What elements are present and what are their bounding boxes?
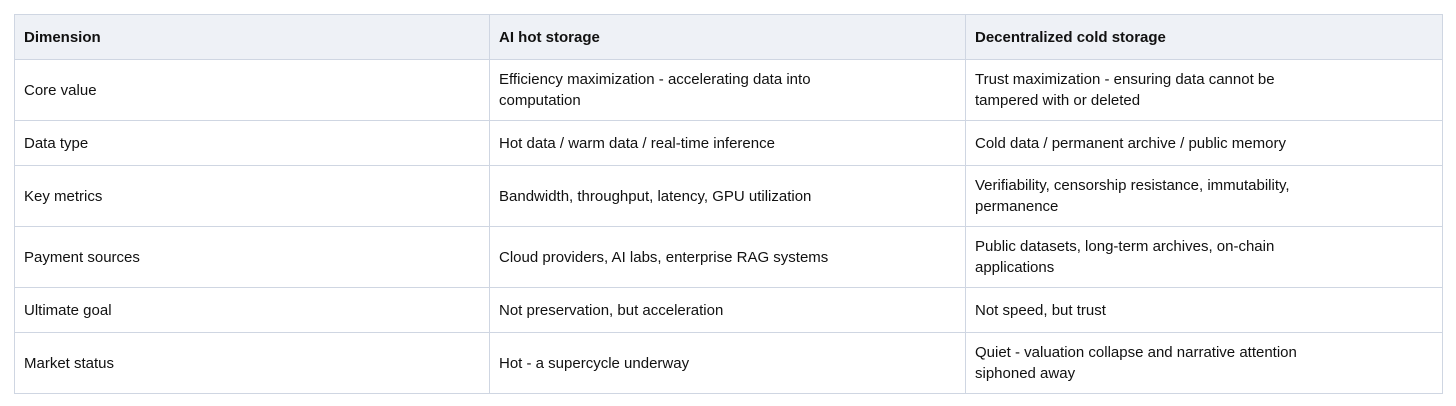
table-row: Key metrics Bandwidth, throughput, laten… (14, 165, 1443, 227)
cell-text: Cloud providers, AI labs, enterprise RAG… (499, 248, 829, 266)
row-dimension-cell: Ultimate goal (14, 287, 490, 333)
cell-text: Bandwidth, throughput, latency, GPU util… (499, 187, 812, 205)
row-dimension-cell: Key metrics (14, 165, 490, 227)
row-cold-storage-cell: Not speed, but trust (965, 287, 1443, 333)
cell-text: Quiet - valuation collapse and narrative… (975, 344, 1297, 382)
cell-text: Trust maximization - ensuring data canno… (975, 71, 1275, 109)
row-ai-hot-cell: Cloud providers, AI labs, enterprise RAG… (489, 226, 966, 288)
cell-text: Hot - a supercycle underway (499, 354, 690, 372)
cell-text: Cold data / permanent archive / public m… (975, 134, 1286, 152)
row-cold-storage-cell: Trust maximization - ensuring data canno… (965, 59, 1443, 121)
table-row: Core value Efficiency maximization - acc… (14, 59, 1443, 121)
row-dimension-cell: Data type (14, 120, 490, 166)
row-ai-hot-cell: Efficiency maximization - accelerating d… (489, 59, 966, 121)
header-ai-hot-storage: AI hot storage (489, 14, 966, 60)
row-cold-storage-cell: Cold data / permanent archive / public m… (965, 120, 1443, 166)
table-row: Data type Hot data / warm data / real-ti… (14, 120, 1443, 166)
cell-text: Public datasets, long-term archives, on-… (975, 238, 1275, 276)
cell-text: Hot data / warm data / real-time inferen… (499, 134, 775, 152)
cell-text: Not preservation, but acceleration (499, 301, 724, 319)
table-row: Market status Hot - a supercycle underwa… (14, 332, 1443, 394)
cell-text: Efficiency maximization - accelerating d… (499, 71, 811, 109)
row-cold-storage-cell: Public datasets, long-term archives, on-… (965, 226, 1443, 288)
cell-text: Verifiability, censorship resistance, im… (975, 177, 1290, 215)
row-cold-storage-cell: Quiet - valuation collapse and narrative… (965, 332, 1443, 394)
row-ai-hot-cell: Bandwidth, throughput, latency, GPU util… (489, 165, 966, 227)
row-cold-storage-cell: Verifiability, censorship resistance, im… (965, 165, 1443, 227)
cell-text: Not speed, but trust (975, 301, 1106, 319)
row-dimension-cell: Payment sources (14, 226, 490, 288)
header-decentralized-cold-storage: Decentralized cold storage (965, 14, 1443, 60)
comparison-table-container: Dimension AI hot storage Decentralized c… (14, 14, 1443, 394)
row-dimension-cell: Core value (14, 59, 490, 121)
row-ai-hot-cell: Hot data / warm data / real-time inferen… (489, 120, 966, 166)
row-ai-hot-cell: Hot - a supercycle underway (489, 332, 966, 394)
table-row: Payment sources Cloud providers, AI labs… (14, 226, 1443, 288)
table-header-row: Dimension AI hot storage Decentralized c… (14, 14, 1443, 60)
row-ai-hot-cell: Not preservation, but acceleration (489, 287, 966, 333)
header-dimension: Dimension (14, 14, 490, 60)
comparison-table: Dimension AI hot storage Decentralized c… (14, 14, 1443, 394)
row-dimension-cell: Market status (14, 332, 490, 394)
table-row: Ultimate goal Not preservation, but acce… (14, 287, 1443, 333)
